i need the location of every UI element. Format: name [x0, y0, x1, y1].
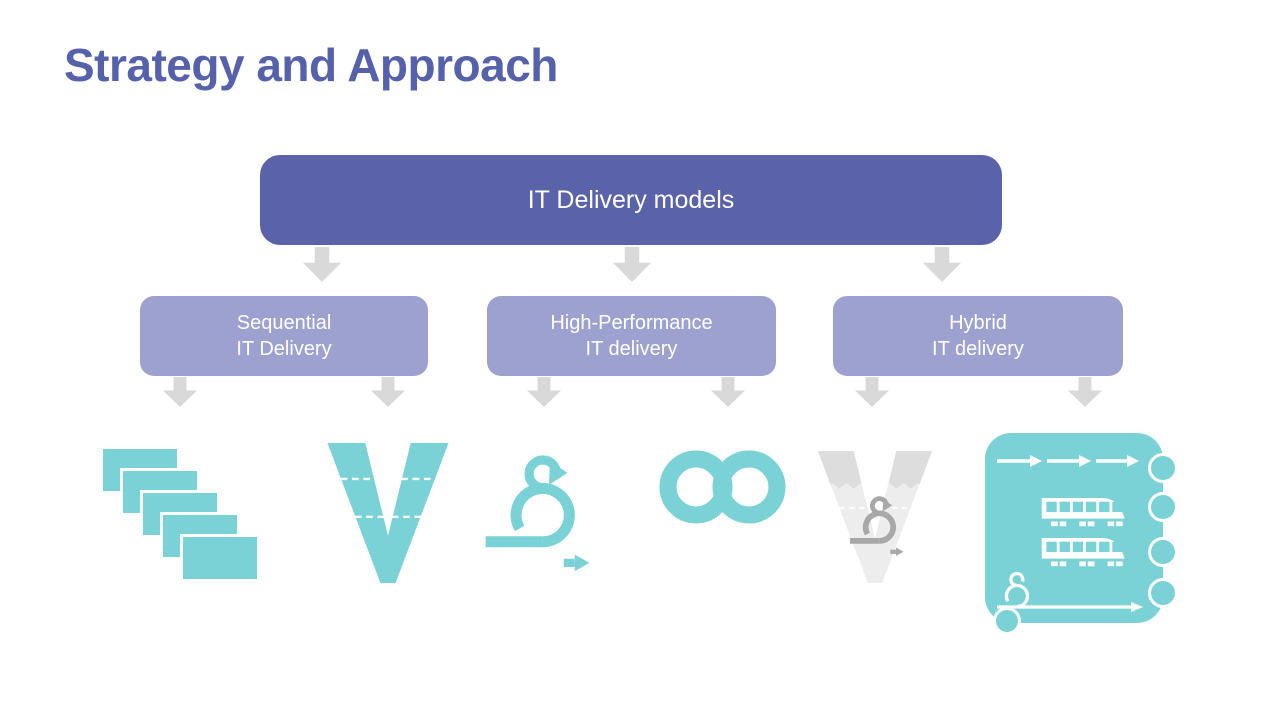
node-label-line2: IT delivery [932, 338, 1024, 360]
milestone-circle [1148, 578, 1178, 608]
milestone-circle [1148, 537, 1178, 567]
sprint-timeline-arrow [997, 571, 1143, 612]
hybrid-v-scrum-icon[interactable] [810, 451, 940, 583]
connector-arrow-down [163, 377, 197, 407]
node-label-line2: IT delivery [585, 338, 678, 360]
train-icon [1041, 497, 1125, 527]
node-label-line2: IT Delivery [236, 338, 332, 360]
milestone-circle [1148, 492, 1178, 522]
connector-arrow-down [527, 377, 561, 407]
node-label-line1: Sequential [236, 312, 332, 334]
connector-arrow-down [1068, 377, 1102, 407]
root-node-it-delivery-models[interactable]: IT Delivery models [260, 155, 1002, 245]
milestone-circle [1148, 453, 1178, 483]
node-hybrid-it-delivery[interactable]: Hybrid IT delivery [833, 296, 1123, 376]
scrum-sprint-icon[interactable] [482, 449, 594, 578]
node-high-performance-it-delivery[interactable]: High-Performance IT delivery [487, 296, 776, 376]
node-sequential-it-delivery[interactable]: Sequential IT Delivery [140, 296, 428, 376]
v-model-icon[interactable] [326, 443, 450, 588]
devops-infinity-icon[interactable] [655, 450, 790, 530]
safe-release-train-icon[interactable] [985, 433, 1185, 643]
waterfall-icon[interactable] [100, 446, 260, 582]
connector-arrow-down [613, 247, 651, 282]
connector-arrow-down [923, 247, 961, 282]
connector-arrow-down [371, 377, 405, 407]
root-node-label: IT Delivery models [527, 185, 735, 214]
slide-title: Strategy and Approach [64, 39, 558, 91]
connector-arrow-down [711, 377, 745, 407]
milestone-circle [993, 607, 1021, 635]
safe-flow-arrows [997, 455, 1139, 467]
safe-board [985, 433, 1163, 623]
train-icon [1041, 537, 1125, 567]
node-label-line1: Hybrid [949, 312, 1007, 334]
node-label-line1: High-Performance [550, 312, 713, 334]
connector-arrow-down [855, 377, 889, 407]
connector-arrow-down [303, 247, 341, 282]
